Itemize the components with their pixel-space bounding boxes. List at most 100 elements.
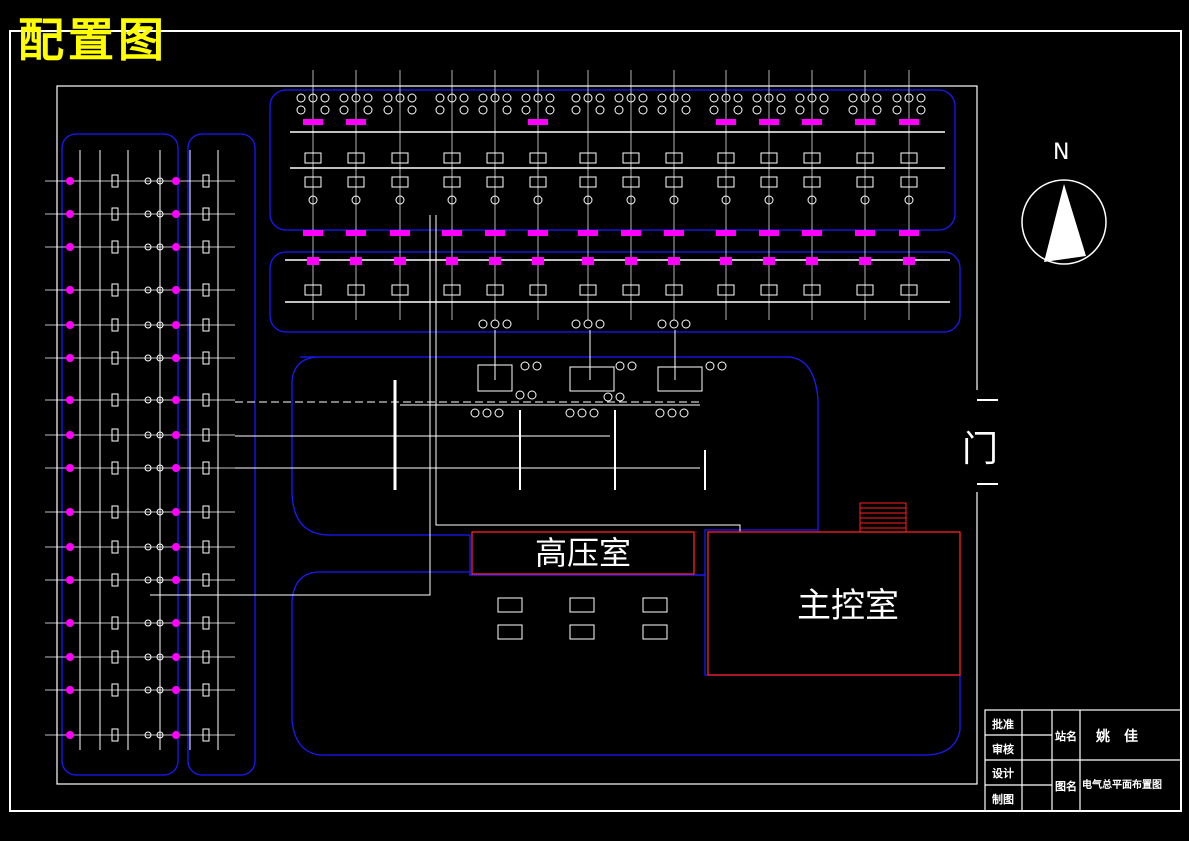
connection-lines xyxy=(150,215,741,596)
insulator xyxy=(583,319,593,329)
current-transformer xyxy=(856,152,874,164)
disconnector xyxy=(111,505,119,519)
insulator xyxy=(395,195,405,205)
disconnector xyxy=(111,283,119,297)
insulator xyxy=(532,361,542,371)
disconnector xyxy=(202,616,210,630)
insulator xyxy=(308,93,318,103)
insulator xyxy=(521,105,531,115)
transformer-3 xyxy=(657,366,703,392)
insulator xyxy=(459,93,469,103)
insulator xyxy=(407,105,417,115)
insulator xyxy=(626,93,636,103)
breaker-marker xyxy=(172,396,180,404)
breaker-marker xyxy=(66,321,74,329)
current-transformer xyxy=(900,152,918,164)
insulator xyxy=(733,105,743,115)
current-transformer xyxy=(347,284,365,296)
insulator xyxy=(351,195,361,205)
breaker-marker xyxy=(66,731,74,739)
breaker-marker xyxy=(66,354,74,362)
drawing-name-value: 电气总平面布置图 xyxy=(1082,780,1162,791)
insulator xyxy=(615,392,625,402)
insulator xyxy=(657,105,667,115)
station-name-label: 站名 xyxy=(1055,730,1077,743)
breaker-marker xyxy=(66,576,74,584)
current-transformer xyxy=(529,152,547,164)
breaker-marker xyxy=(716,119,736,125)
breaker-marker xyxy=(759,119,779,125)
current-transformer xyxy=(856,176,874,188)
compass xyxy=(1021,179,1107,265)
breaker-marker xyxy=(899,119,919,125)
current-transformer xyxy=(347,152,365,164)
current-transformer xyxy=(622,176,640,188)
insulator xyxy=(614,105,624,115)
breaker-marker xyxy=(66,286,74,294)
insulator xyxy=(667,408,677,418)
insulator xyxy=(807,195,817,205)
stairs xyxy=(859,502,907,533)
feeder-line-a xyxy=(150,215,431,596)
disconnector xyxy=(202,207,210,221)
disconnector xyxy=(111,461,119,475)
breaker-marker xyxy=(532,257,544,265)
current-transformer xyxy=(304,176,322,188)
insulator xyxy=(819,93,829,103)
disconnector xyxy=(202,283,210,297)
disconnector xyxy=(111,683,119,697)
breaker-marker xyxy=(307,257,319,265)
insulator xyxy=(520,361,530,371)
insulator xyxy=(872,105,882,115)
insulator xyxy=(577,408,587,418)
breaker-marker xyxy=(346,119,366,125)
insulator xyxy=(515,390,525,400)
insulator xyxy=(144,354,152,362)
insulator xyxy=(156,286,164,294)
disconnector xyxy=(202,573,210,587)
insulator xyxy=(615,361,625,371)
insulator xyxy=(657,93,667,103)
disconnector xyxy=(202,683,210,697)
insulator xyxy=(156,396,164,404)
breaker-marker xyxy=(66,177,74,185)
insulator xyxy=(638,105,648,115)
insulator xyxy=(435,105,445,115)
main-control-room-outline xyxy=(707,531,961,676)
breaker-marker xyxy=(394,257,406,265)
insulator xyxy=(583,93,593,103)
insulator xyxy=(752,105,762,115)
insulator xyxy=(156,508,164,516)
breaker-marker xyxy=(855,119,875,125)
current-transformer xyxy=(803,152,821,164)
insulator xyxy=(490,319,500,329)
breaker-marker xyxy=(716,230,736,236)
cabinet xyxy=(497,597,523,613)
current-transformer xyxy=(760,152,778,164)
drawing-name-label: 图名 xyxy=(1055,780,1077,793)
current-transformer xyxy=(529,176,547,188)
insulator xyxy=(795,93,805,103)
insulator xyxy=(764,93,774,103)
north-arrow-icon xyxy=(1044,184,1086,262)
cabinet-group xyxy=(497,597,668,640)
current-transformer xyxy=(486,284,504,296)
insulator xyxy=(916,105,926,115)
breaker-marker xyxy=(720,257,732,265)
insulator xyxy=(156,731,164,739)
top-bay-group xyxy=(285,70,950,320)
breaker-marker xyxy=(442,230,462,236)
transformer-2 xyxy=(569,366,615,392)
current-transformer xyxy=(529,284,547,296)
breaker-marker xyxy=(66,619,74,627)
current-transformer xyxy=(803,176,821,188)
insulator xyxy=(478,105,488,115)
breaker-marker xyxy=(625,257,637,265)
disconnector xyxy=(111,573,119,587)
insulator xyxy=(705,361,715,371)
breaker-marker xyxy=(855,230,875,236)
disconnector xyxy=(202,393,210,407)
sheet-frame xyxy=(9,30,1182,812)
high-voltage-room-outline xyxy=(471,531,695,575)
